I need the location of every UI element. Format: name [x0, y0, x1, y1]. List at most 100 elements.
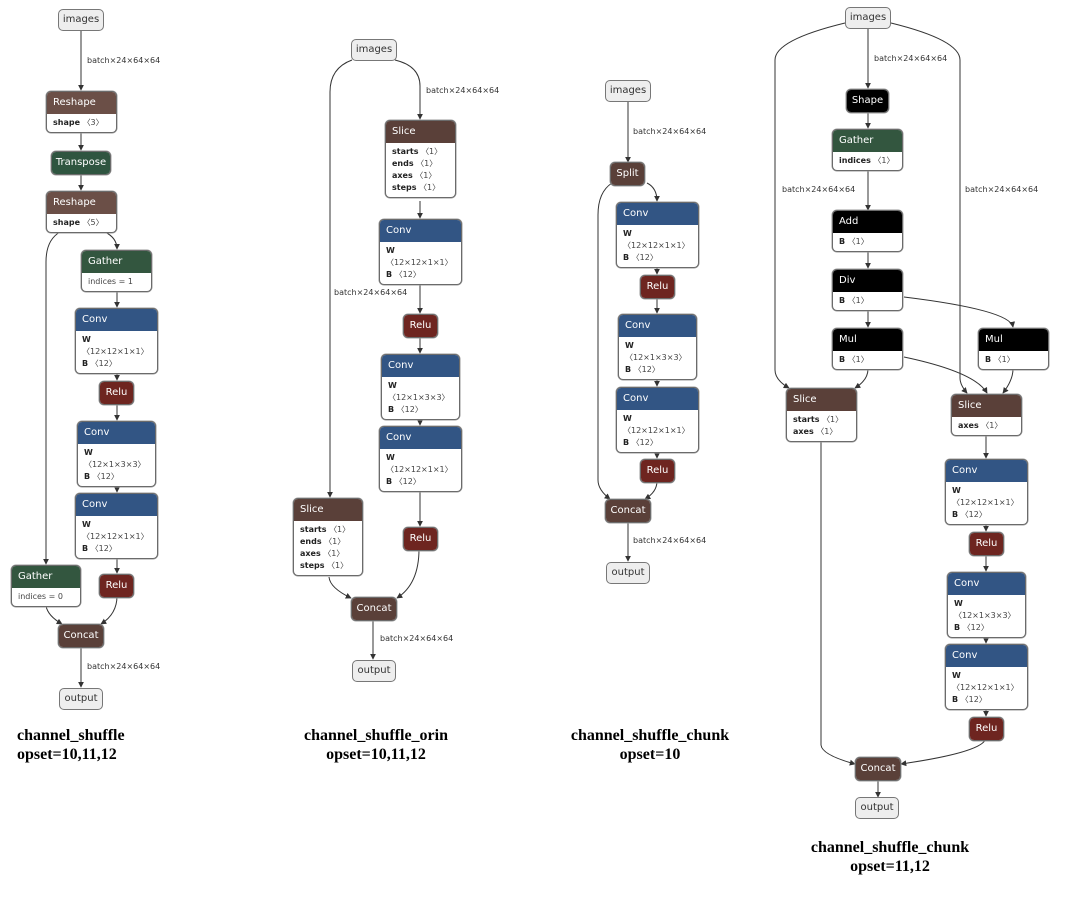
conv-node[interactable]: Conv W 〈12×1×3×3〉 B 〈12〉 — [381, 354, 460, 420]
concat-node[interactable]: Concat — [351, 597, 397, 621]
node-op-label: Conv — [380, 427, 461, 449]
concat-node[interactable]: Concat — [855, 757, 901, 781]
mul-node[interactable]: Mul B 〈1〉 — [832, 328, 903, 370]
attr-key: B — [386, 477, 393, 486]
attr-key: axes — [958, 421, 979, 430]
slice-node[interactable]: Slice starts 〈1〉 ends 〈1〉 axes 〈1〉 steps… — [293, 498, 363, 576]
attr-key: W — [952, 671, 961, 680]
attr-key: indices — [839, 156, 871, 165]
attr-value: 〈1〉 — [847, 355, 869, 364]
conv-node[interactable]: Conv W 〈12×1×3×3〉 B 〈12〉 — [618, 314, 697, 380]
attr-key: B — [388, 405, 395, 414]
relu-node[interactable]: Relu — [403, 527, 438, 551]
conv-node[interactable]: Conv W 〈12×12×1×1〉 B 〈12〉 — [616, 202, 699, 268]
attr-value: 〈1〉 — [873, 156, 895, 165]
attr-value: 〈1〉 — [329, 525, 351, 534]
node-op-label: Slice — [952, 395, 1021, 417]
images-input-node[interactable]: images — [605, 80, 651, 102]
shape-node[interactable]: Shape — [846, 89, 889, 113]
images-input-node[interactable]: images — [351, 39, 397, 61]
edge-shape-label: batch×24×64×64 — [87, 662, 161, 671]
gather-node[interactable]: Gather indices = 1 — [81, 250, 152, 292]
node-op-label: Mul — [833, 329, 902, 351]
conv-node[interactable]: Conv W 〈12×12×1×1〉 B 〈12〉 — [616, 387, 699, 453]
attr-value: indices = 1 — [88, 277, 133, 286]
transpose-node[interactable]: Transpose — [51, 151, 111, 175]
graph-caption: channel_shuffle opset=10,11,12 — [17, 726, 125, 764]
node-op-label: Relu — [641, 276, 674, 298]
attr-value: 〈12〉 — [633, 365, 660, 374]
node-op-label: Conv — [619, 315, 696, 337]
conv-node[interactable]: Conv W 〈12×12×1×1〉 B 〈12〉 — [379, 219, 462, 285]
output-node[interactable]: output — [855, 797, 899, 819]
attr-value: 〈12〉 — [960, 695, 987, 704]
edge-shape-label: batch×24×64×64 — [965, 185, 1039, 194]
node-op-label: Gather — [82, 251, 151, 273]
edge — [644, 480, 658, 500]
reshape-node[interactable]: Reshape shape 〈5〉 — [46, 191, 117, 233]
output-node[interactable]: output — [606, 562, 650, 584]
caption-opset: opset=10 — [619, 746, 681, 763]
conv-node[interactable]: Conv W 〈12×12×1×1〉 B 〈12〉 — [75, 308, 158, 374]
slice-node[interactable]: Slice starts 〈1〉 axes 〈1〉 — [786, 388, 857, 442]
relu-node[interactable]: Relu — [640, 275, 675, 299]
reshape-node[interactable]: Reshape shape 〈3〉 — [46, 91, 117, 133]
attr-value: 〈1〉 — [323, 549, 345, 558]
node-op-label: Div — [833, 270, 902, 292]
caption-title: channel_shuffle_chunk — [810, 839, 970, 856]
relu-node[interactable]: Relu — [99, 381, 134, 405]
images-input-node[interactable]: images — [845, 7, 891, 29]
concat-node[interactable]: Concat — [58, 624, 104, 648]
output-node[interactable]: output — [59, 688, 103, 710]
conv-node[interactable]: Conv W 〈12×12×1×1〉 B 〈12〉 — [379, 426, 462, 492]
conv-node[interactable]: Conv W 〈12×1×3×3〉 B 〈12〉 — [77, 421, 156, 487]
concat-node[interactable]: Concat — [605, 499, 651, 523]
attr-value: 〈12×12×1×1〉 — [82, 532, 149, 541]
div-node[interactable]: Div B 〈1〉 — [832, 269, 903, 311]
caption-opset: opset=11,12 — [850, 858, 930, 875]
slice-node[interactable]: Slice starts 〈1〉 ends 〈1〉 axes 〈1〉 steps… — [385, 120, 456, 198]
relu-node[interactable]: Relu — [640, 459, 675, 483]
node-op-label: Conv — [617, 388, 698, 410]
conv-node[interactable]: Conv W 〈12×1×3×3〉 B 〈12〉 — [947, 572, 1026, 638]
node-op-label: Slice — [294, 499, 362, 521]
node-op-label: Add — [833, 211, 902, 233]
conv-node[interactable]: Conv W 〈12×12×1×1〉 B 〈12〉 — [945, 644, 1028, 710]
relu-node[interactable]: Relu — [403, 314, 438, 338]
mul-node[interactable]: Mul B 〈1〉 — [978, 328, 1049, 370]
attr-key: W — [625, 341, 634, 350]
relu-node[interactable]: Relu — [969, 717, 1004, 741]
conv-node[interactable]: Conv W 〈12×12×1×1〉 B 〈12〉 — [75, 493, 158, 559]
attr-key: B — [954, 623, 961, 632]
images-input-node[interactable]: images — [58, 9, 104, 31]
relu-node[interactable]: Relu — [99, 574, 134, 598]
node-op-label: Conv — [380, 220, 461, 242]
node-op-label: Concat — [856, 758, 900, 780]
attr-value: 〈1〉 — [416, 159, 438, 168]
node-op-label: Concat — [352, 598, 396, 620]
attr-key: B — [839, 237, 846, 246]
conv-node[interactable]: Conv W 〈12×12×1×1〉 B 〈12〉 — [945, 459, 1028, 525]
graph-caption: channel_shuffle_chunk opset=11,12 — [800, 838, 980, 876]
edge — [43, 231, 61, 565]
attr-key: W — [82, 335, 91, 344]
attr-value: 〈12〉 — [394, 477, 421, 486]
slice-node[interactable]: Slice axes 〈1〉 — [951, 394, 1022, 436]
edge — [328, 576, 352, 599]
output-node[interactable]: output — [352, 660, 396, 682]
relu-node[interactable]: Relu — [969, 532, 1004, 556]
gather-node[interactable]: Gather indices = 0 — [11, 565, 81, 607]
attr-value: indices = 0 — [18, 592, 63, 601]
gather-node[interactable]: Gather indices 〈1〉 — [832, 129, 903, 171]
split-node[interactable]: Split — [610, 162, 645, 186]
attr-key: B — [625, 365, 632, 374]
add-node[interactable]: Add B 〈1〉 — [832, 210, 903, 252]
attr-value: 〈12〉 — [631, 253, 658, 262]
node-op-label: Mul — [979, 329, 1048, 351]
node-op-label: Conv — [78, 422, 155, 444]
edge — [646, 182, 660, 202]
attr-key: W — [386, 453, 395, 462]
attr-value: 〈3〉 — [82, 118, 104, 127]
attr-value: 〈12〉 — [962, 623, 989, 632]
attr-value: 〈12〉 — [90, 544, 117, 553]
